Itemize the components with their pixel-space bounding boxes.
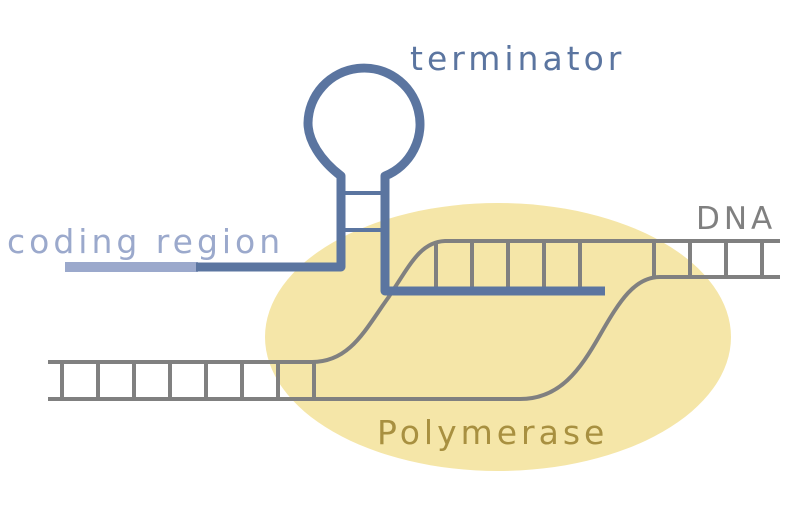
- rna-transcript: [65, 63, 605, 296]
- polymerase-label: Polymerase: [377, 413, 608, 452]
- dna-right-rungs: [652, 241, 764, 277]
- dna-left-duplex: [48, 239, 780, 401]
- terminator-label: terminator: [410, 39, 625, 78]
- coding-region-label: coding region: [7, 222, 284, 261]
- dna-template-strand: [311, 239, 780, 364]
- dna-coding-strand: [519, 275, 780, 401]
- hairpin-stem-rungs: [341, 191, 385, 232]
- terminator-hairpin: [196, 63, 605, 296]
- rna-dna-hybrid-rungs: [434, 241, 582, 291]
- dna-left-rungs: [60, 362, 316, 399]
- dna-label: DNA: [696, 201, 776, 237]
